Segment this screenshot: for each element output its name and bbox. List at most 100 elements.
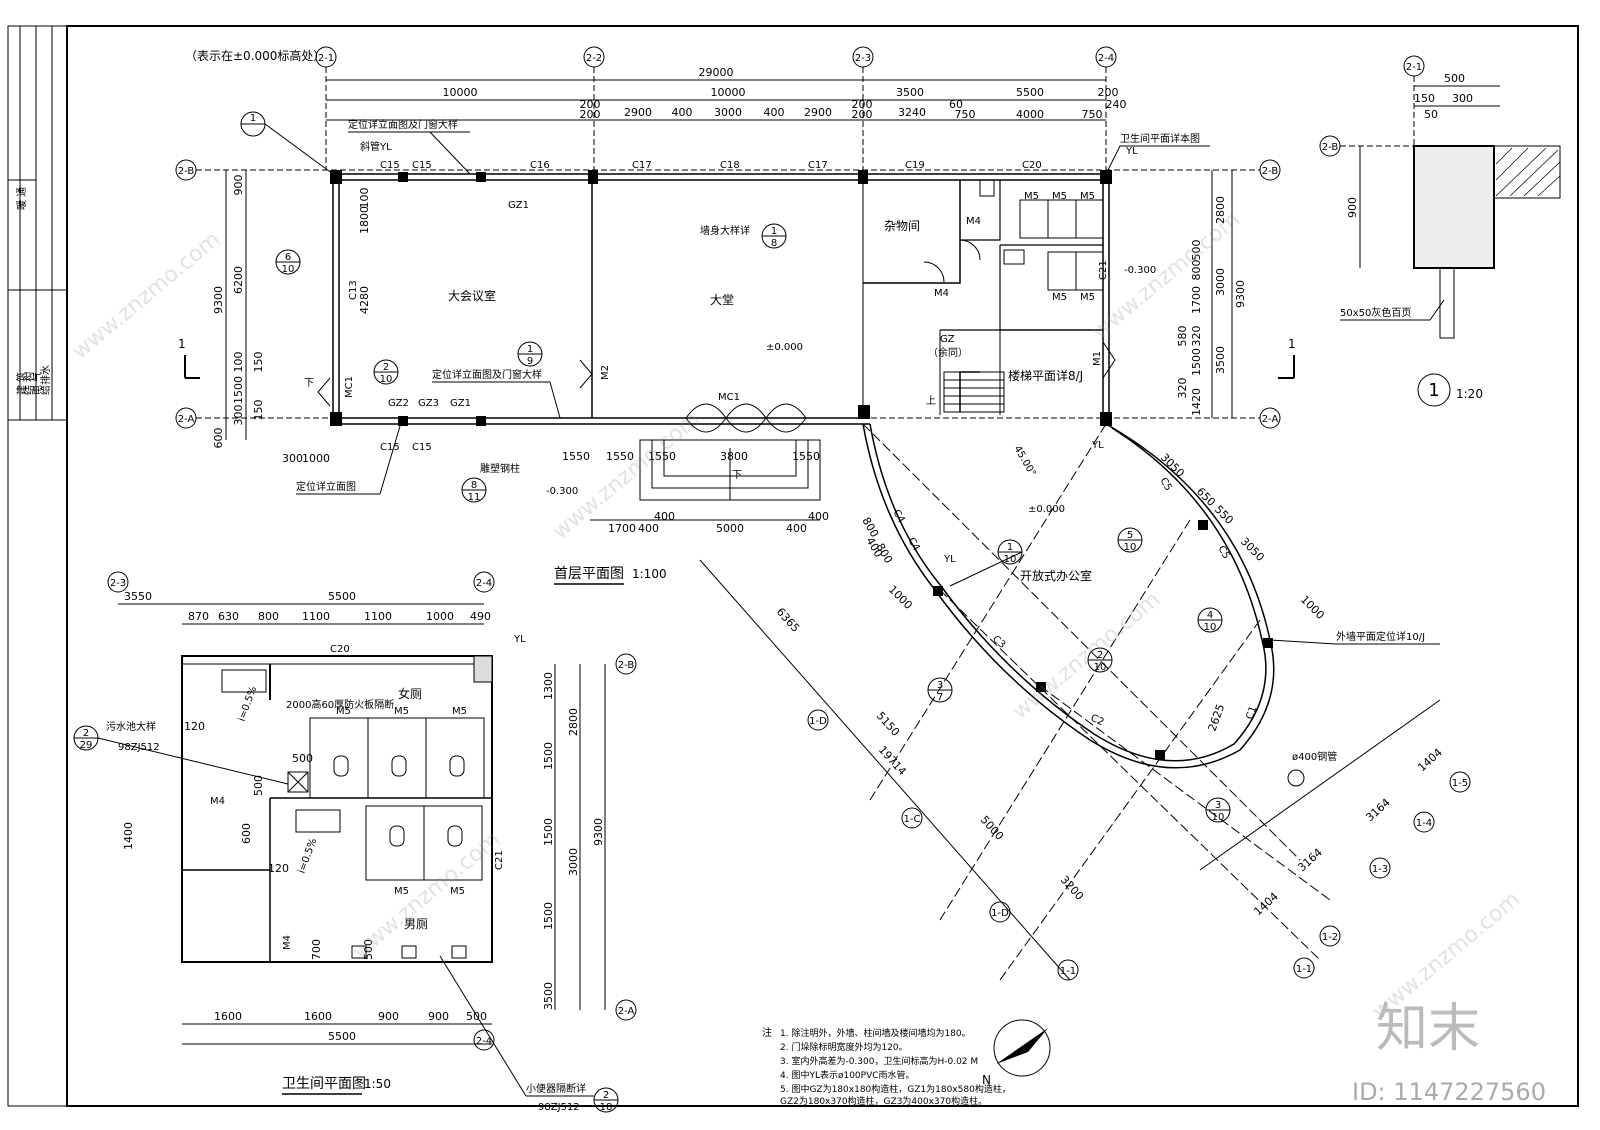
dim: 2900 xyxy=(804,106,832,119)
annotation-outer-wall: 外墙平面定位详10/J xyxy=(1336,630,1425,643)
dim: 5000 xyxy=(978,813,1006,843)
axis-label: 1-D xyxy=(809,716,827,727)
axis-label: 2-2 xyxy=(586,53,602,64)
svg-text:10: 10 xyxy=(1212,812,1225,823)
note-line: 4. 图中YL表示ø100PVC雨水管。 xyxy=(780,1069,915,1081)
dim: 1550 xyxy=(648,450,676,463)
dim: 3000 xyxy=(714,106,742,119)
window-label: C15 xyxy=(412,160,432,171)
annotation-elev-neg: -0.300 xyxy=(546,486,578,497)
axis-bubbles-top: 2-1 2-2 2-3 2-4 xyxy=(315,46,1117,170)
curve-axis-bubbles: 1-5 1-4 1-3 1-2 1-1 1-D 1-C 1-D 1-1 xyxy=(807,709,1471,981)
dim: 5150 xyxy=(874,709,902,739)
dim: 5500 xyxy=(328,590,356,603)
beam-section xyxy=(1413,145,1495,269)
window-label: C1 xyxy=(1244,705,1259,721)
window-label: C19 xyxy=(905,160,925,171)
watermark-id: ID: 1147227560 xyxy=(1352,1078,1546,1106)
wc-slope2: i=0.5% xyxy=(296,837,319,875)
axis-label: 1-2 xyxy=(1322,932,1338,943)
room-conference: 大会议室 xyxy=(448,288,496,303)
dim: 10000 xyxy=(711,86,746,99)
dim: 800 xyxy=(258,610,279,623)
dim: 600 xyxy=(240,823,253,844)
svg-text:9: 9 xyxy=(527,356,533,367)
column-label: GZ1 xyxy=(508,200,529,211)
watermark-url: www.znzmo.com xyxy=(348,827,505,965)
axis-label: 2-A xyxy=(1262,414,1279,425)
detail-bubble: 1 8 xyxy=(761,223,787,249)
plan-title: 首层平面图 xyxy=(554,566,624,582)
section-mark-right: 1 xyxy=(1278,337,1296,379)
slab-hatch xyxy=(1493,145,1561,199)
axis-label: 2-4 xyxy=(1098,53,1114,64)
plan-scale: 1:100 xyxy=(632,567,667,581)
dim: 50 xyxy=(1424,108,1438,121)
axis-label: 1-1 xyxy=(1060,966,1076,977)
wc-label: M4 xyxy=(210,796,225,807)
svg-text:8: 8 xyxy=(471,480,477,491)
dim: 1000 xyxy=(886,583,915,612)
detail-bubble: 1 xyxy=(240,111,266,137)
dim: 3000 xyxy=(1214,268,1227,296)
window-label: C15 xyxy=(412,442,432,453)
dim: 300 xyxy=(232,405,245,426)
dim: 500 xyxy=(466,1010,487,1023)
detail-bubbles: 1 6 10 2 10 1 9 1 8 xyxy=(240,111,1231,823)
annotation-detail-bottom: 定位详立面图 xyxy=(296,480,356,493)
dim: 400 xyxy=(764,106,785,119)
wc-partition: 2000高60厚防火板隔断 xyxy=(286,698,394,711)
axis-label: 2-4 xyxy=(476,578,492,589)
svg-text:8: 8 xyxy=(771,238,777,249)
svg-text:10: 10 xyxy=(1124,542,1137,553)
leader-lines xyxy=(264,123,1440,645)
bubble-bot: 18 xyxy=(600,1102,613,1113)
window-label: C18 xyxy=(720,160,740,171)
note-line: 3. 室内外高差为-0.300，卫生间标高为H-0.02 M xyxy=(780,1055,978,1067)
detail-number: 1 xyxy=(1428,380,1439,401)
svg-text:10: 10 xyxy=(380,374,393,385)
wc-scale: 1:50 xyxy=(364,1077,391,1091)
dim: 3164 xyxy=(1363,796,1393,824)
axis-label: 2-3 xyxy=(855,53,871,64)
down-label: 下 xyxy=(732,470,742,481)
watermark: www.znzmo.com www.znzmo.com www.znzmo.co… xyxy=(68,207,1525,1025)
wc-label: C21 xyxy=(494,850,505,870)
columns xyxy=(330,170,1273,760)
dim: 1500 xyxy=(542,742,555,770)
gf-wc-labels: M5 M5 M5 M5 M5 -0.300 xyxy=(1024,191,1156,303)
dim: 750 xyxy=(955,108,976,121)
wc-male: 男厕 xyxy=(404,917,428,931)
title-block-hvac: 暖 通 xyxy=(15,187,28,210)
dim: 200 xyxy=(580,108,601,121)
detail-bubble: 1 9 xyxy=(517,341,543,367)
dim: 900 xyxy=(232,175,245,196)
top-dimensions: 29000 10000 10000 3500 5500 200 200 2900… xyxy=(326,66,1127,121)
svg-text:1: 1 xyxy=(178,337,186,351)
stair-label: 楼梯平面详8/J xyxy=(1008,368,1083,383)
note-line: 1. 除注明外，外墙、柱间墙及楼间墙均为180。 xyxy=(780,1027,971,1039)
annotation-wall-detail: 墙身大样详 xyxy=(700,224,750,237)
room-office: 开放式办公室 xyxy=(1020,568,1092,583)
column-label: YL xyxy=(1125,146,1138,157)
dim: 800 xyxy=(859,515,881,540)
axis-label: 2-1 xyxy=(1406,62,1422,73)
note-line: GZ2为180x370构造柱，GZ3为400x370构造柱。 xyxy=(780,1095,987,1107)
dim: 4000 xyxy=(1016,108,1044,121)
dim: 1800 xyxy=(358,206,371,234)
dim: 500 xyxy=(292,752,313,765)
angled-dim-labels: 3050 650 550 3050 1000 2625 800 400 800 … xyxy=(774,451,1445,918)
axis-label: 2-B xyxy=(1262,166,1279,177)
detail-bubble: 3 7 xyxy=(927,677,953,703)
watermark-url: www.znzmo.com xyxy=(68,227,225,365)
dim: 2800 xyxy=(1214,196,1227,224)
dim: 1500 xyxy=(542,902,555,930)
annotation-pipe: 斜管YL xyxy=(360,140,392,153)
dim: 4280 xyxy=(358,286,371,314)
axis-label: 2-B xyxy=(1322,142,1339,153)
door-label: M2 xyxy=(600,365,611,380)
window-label: C17 xyxy=(632,160,652,171)
dim: 600 xyxy=(212,428,225,449)
svg-text:10: 10 xyxy=(1204,622,1217,633)
wc-label: C20 xyxy=(330,644,350,655)
